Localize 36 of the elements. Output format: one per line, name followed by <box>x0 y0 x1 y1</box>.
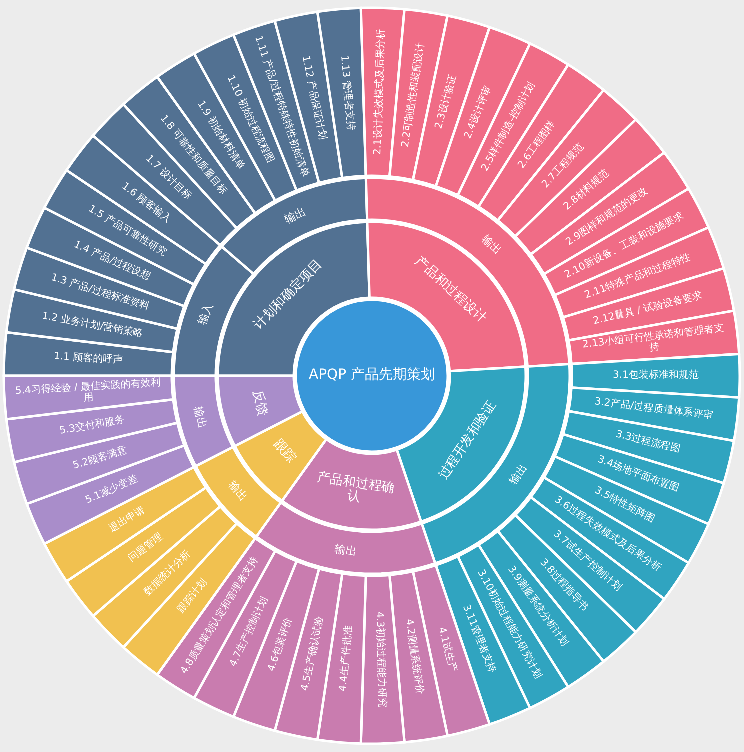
segment-label: 过程开发和验证 <box>436 399 500 483</box>
segment-label: 5.4习得经验 / 最佳实践的有效利用 <box>14 377 162 406</box>
segment-label: APQP 产品先期策划 <box>309 368 435 384</box>
segment-label: 2.1设计失效模式及后果分析 <box>373 29 388 156</box>
segment-label: 输出 <box>334 543 358 559</box>
segment-label: 输入 <box>196 302 216 327</box>
segment-label: 1.13 管理者支持 <box>338 55 356 132</box>
segment-label: 2.13小组可行性承诺和管理者支持 <box>581 323 726 356</box>
segment-label: 5.2顾客满意 <box>72 446 129 472</box>
segment-label: 3.1包装标准和规范 <box>613 370 699 382</box>
segment-label: 5.1减少变差 <box>84 474 140 507</box>
segment-label: 3.3过程流程图 <box>614 430 682 456</box>
segment-label: 2.2可制造性和装配设计 <box>400 42 428 148</box>
segment-label: 4.1试生产 <box>436 626 458 674</box>
segment-label: 2.4设计评审 <box>463 84 494 141</box>
ring-segment <box>172 374 234 468</box>
segment-label: 跟踪计划 <box>176 578 210 616</box>
segment-label: 4.2测量系统评价 <box>402 618 425 696</box>
segment-label: 反馈 <box>249 388 270 418</box>
segment-label: 计划和确定项目 <box>252 258 326 333</box>
segment-label: 输出 <box>226 479 250 504</box>
segment-label: 跟踪 <box>270 437 298 466</box>
segment-label: 2.3设计验证 <box>434 74 460 130</box>
segment-label: 1.12 产品保证计划 <box>299 55 328 142</box>
segment-label: 4.3初始过程能力研究 <box>374 612 388 708</box>
segment-label: 输出 <box>191 405 208 430</box>
segment-label: 1.1 顾客的呼声 <box>54 352 124 367</box>
segment-label: 4.5生产确认试验 <box>300 616 327 692</box>
segment-label: 4.6包装评价 <box>266 616 296 674</box>
segment-label: 输出 <box>283 206 308 226</box>
segment-label: 3.2产品/过程质量体系评审 <box>594 397 714 422</box>
segment-label: 1.2 业务计划/营销策略 <box>41 311 144 340</box>
segment-label: 输出 <box>508 462 530 488</box>
segment-label: 4.4生产件批准 <box>338 626 356 692</box>
segment-label: 产品和过程确认 <box>315 470 397 508</box>
segment-label: 5.3交付和服务 <box>59 414 126 438</box>
